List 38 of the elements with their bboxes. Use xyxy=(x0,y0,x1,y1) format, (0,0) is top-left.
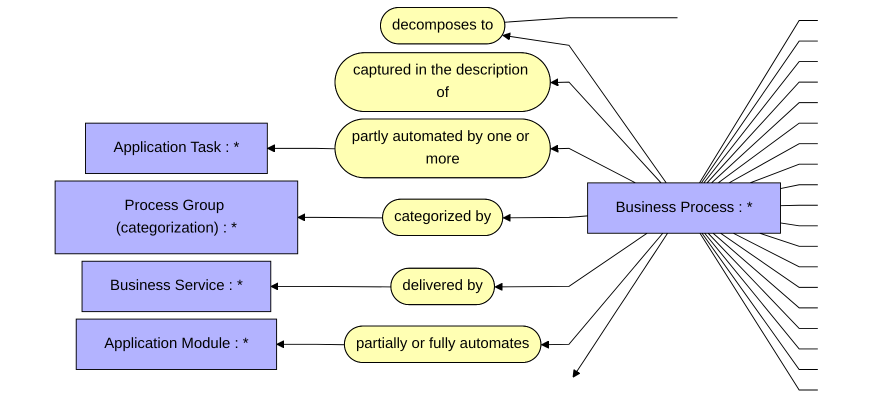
arrow xyxy=(541,232,664,349)
relation-ellipse: captured in the description of xyxy=(334,52,551,112)
connector-line xyxy=(759,232,818,247)
relation-ellipse: decomposes to xyxy=(380,7,506,44)
connector-line xyxy=(711,102,818,184)
entity-box: Application Task : * xyxy=(85,122,268,174)
arrow xyxy=(550,144,636,184)
arrow xyxy=(276,340,346,348)
connector-line xyxy=(780,222,818,226)
connector-line xyxy=(720,232,818,288)
connector-line xyxy=(703,61,818,184)
entity-box: Business Service : * xyxy=(82,260,272,312)
connector-line xyxy=(780,184,818,189)
connector-line xyxy=(728,143,818,184)
connector-line xyxy=(712,232,818,308)
relation-ellipse: delivered by xyxy=(390,268,495,306)
connector-line xyxy=(708,232,818,329)
connector-line xyxy=(718,122,818,184)
relation-ellipse: partly automated by one or more xyxy=(334,118,551,178)
connector-line xyxy=(504,17,678,23)
arrow xyxy=(502,214,588,222)
connector-line xyxy=(732,232,818,268)
connector-line xyxy=(780,204,818,206)
arrow xyxy=(502,32,667,184)
entity-box: Application Module : * xyxy=(76,318,278,370)
connector-line xyxy=(704,232,818,350)
arrow xyxy=(270,282,392,291)
connector-line xyxy=(706,82,818,184)
connector-line xyxy=(750,164,818,184)
arrow xyxy=(297,213,384,222)
arrow xyxy=(550,78,662,184)
entity-box: Business Process : * xyxy=(587,182,781,234)
relation-ellipse: partially or fully automates xyxy=(344,326,542,363)
entity-box: Process Group (categorization) : * xyxy=(54,180,298,254)
arrow xyxy=(494,232,648,291)
arrow xyxy=(572,232,668,378)
arrow xyxy=(266,144,336,152)
relation-ellipse: categorized by xyxy=(382,198,504,236)
